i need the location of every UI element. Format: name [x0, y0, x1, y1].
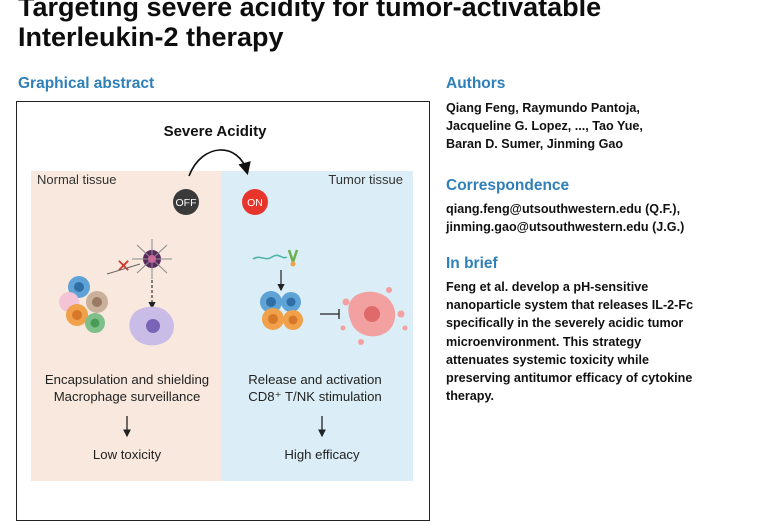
block-arrow — [106, 263, 141, 275]
in-brief-line-4: microenvironment. This strategy — [446, 334, 642, 349]
authors-line-2: Jacqueline G. Lopez, ..., Tao Yue, — [446, 119, 643, 134]
low-toxicity-label: Low toxicity — [93, 447, 162, 462]
in-brief-line-1: Feng et al. develop a pH-sensitive — [446, 280, 649, 294]
tumor-tissue-label: Tumor tissue — [328, 172, 403, 187]
activated-cell-cluster — [260, 291, 303, 330]
severe-acidity-label: Severe Acidity — [164, 123, 267, 140]
in-brief-line-5: attenuates systemic toxicity while — [446, 352, 649, 367]
tumor-cell-icon — [340, 287, 408, 345]
correspondence-list: qiang.feng@utsouthwestern.edu (Q.F.), ji… — [446, 200, 746, 236]
authors-line-1: Qiang Feng, Raymundo Pantoja, — [446, 101, 640, 115]
in-brief-line-3: specifically in the severely acidic tumo… — [446, 316, 684, 331]
off-badge — [173, 189, 199, 215]
correspondence-heading: Correspondence — [446, 177, 570, 194]
title-line-1: Targeting severe acidity for tumor-activ… — [18, 0, 602, 22]
title-line-2: Interleukin-2 therapy — [18, 22, 284, 52]
left-mechanism-line-1: Encapsulation and shielding — [45, 372, 209, 387]
authors-list: Qiang Feng, Raymundo Pantoja, Jacqueline… — [446, 99, 746, 154]
in-brief-line-2: nanoparticle system that releases IL-2-F… — [446, 298, 694, 313]
on-badge-label: ON — [247, 197, 263, 209]
high-efficacy-label: High efficacy — [284, 447, 360, 462]
article-title: Targeting severe acidity for tumor-activ… — [18, 0, 758, 52]
in-brief-heading: In brief — [446, 255, 498, 272]
in-brief-line-6: preserving antitumor efficacy of cytokin… — [446, 371, 693, 386]
nanoparticle-icon — [132, 239, 172, 279]
graphical-abstract-figure: Severe Acidity Normal tissue Tumor tissu… — [16, 101, 430, 521]
acidity-switch-arrow — [188, 149, 251, 177]
il2-fc-icon — [252, 249, 299, 267]
off-badge-label: OFF — [176, 197, 197, 209]
right-mechanism-line-1: Release and activation — [248, 372, 381, 387]
authors-line-3: Baran D. Sumer, Jinming Gao — [446, 137, 624, 152]
immune-cell-cluster-left — [59, 276, 108, 333]
normal-tissue-panel — [31, 171, 221, 481]
in-brief-line-7: therapy. — [446, 389, 495, 404]
graphical-abstract-canvas: Severe Acidity Normal tissue Tumor tissu… — [31, 123, 413, 481]
blocked-x-icon: ✕ — [116, 256, 131, 277]
left-mechanism-line-2: Macrophage surveillance — [54, 389, 201, 404]
right-mechanism-line-2: CD8⁺ T/NK stimulation — [248, 389, 382, 404]
on-badge — [242, 189, 268, 215]
in-brief-text: Feng et al. develop a pH-sensitive nanop… — [446, 278, 746, 405]
graphical-abstract-heading: Graphical abstract — [18, 75, 155, 92]
authors-heading: Authors — [446, 75, 506, 92]
correspondence-email-2[interactable]: jinming.gao@utsouthwestern.edu (J.G.) — [446, 220, 685, 235]
correspondence-email-1[interactable]: qiang.feng@utsouthwestern.edu (Q.F.), — [446, 202, 681, 216]
normal-tissue-label: Normal tissue — [37, 172, 116, 187]
inhibition-arrow — [320, 309, 340, 319]
macrophage-icon — [129, 306, 174, 346]
